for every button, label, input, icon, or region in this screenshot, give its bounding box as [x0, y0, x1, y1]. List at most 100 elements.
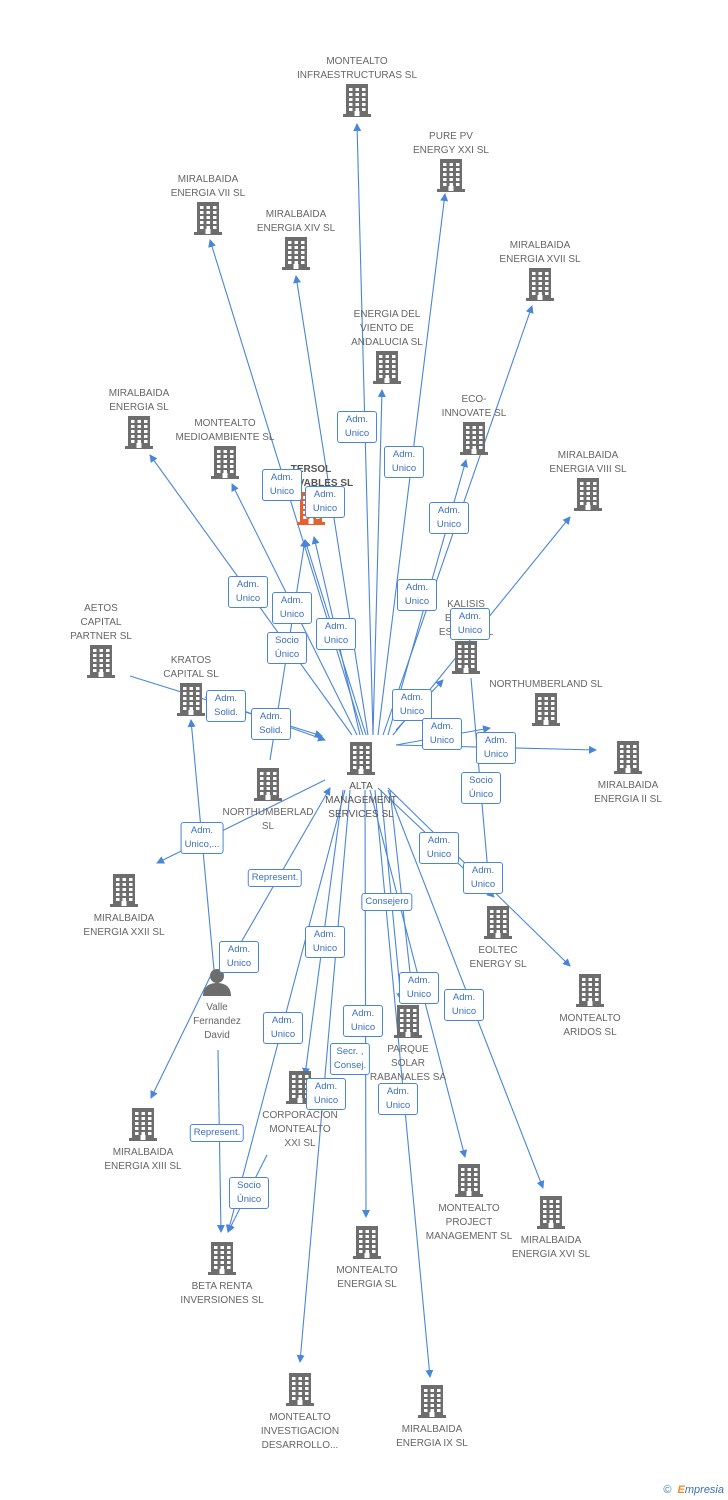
edge-label[interactable]: Adm. Unico	[422, 718, 462, 750]
brand-first-letter: E	[677, 1484, 685, 1496]
edge-valle-mir13	[150, 974, 212, 1099]
edge-label[interactable]: Adm. Solid.	[206, 690, 246, 722]
node-label: MIRALBAIDA ENERGIA XIII SL	[104, 1147, 182, 1172]
node-invest[interactable]: MONTEALTO INVESTIGACION DESARROLLO...	[225, 1372, 375, 1453]
node-valle[interactable]: Valle Fernandez David	[142, 968, 292, 1043]
node-mir8[interactable]: MIRALBAIDA ENERGIA VIII SL	[513, 449, 663, 516]
edge-label[interactable]: Represent.	[189, 1124, 245, 1142]
edge-label[interactable]: Consejero	[361, 893, 413, 911]
edge-label[interactable]: Adm. Unico	[384, 446, 424, 478]
building-icon	[574, 477, 602, 516]
building-icon	[484, 905, 512, 944]
edge-label[interactable]: Adm. Unico	[392, 689, 432, 721]
building-icon	[576, 973, 604, 1012]
edge-label[interactable]: Adm. Unico	[306, 1078, 346, 1110]
building-icon	[194, 201, 222, 240]
node-mirsl[interactable]: MIRALBAIDA ENERGIA SL	[64, 387, 214, 454]
edge-alta-beta	[225, 789, 346, 1233]
building-icon	[129, 1107, 157, 1146]
edge-label[interactable]: Adm. Unico	[429, 502, 469, 534]
node-label: NORTHUMBERLAND SL	[489, 679, 603, 690]
node-alta[interactable]: ALTA MANAGEMENT SERVICES SL	[286, 741, 436, 822]
edge-label[interactable]: Adm. Unico	[263, 1012, 303, 1044]
building-icon	[125, 415, 153, 454]
node-label: TERSOL RENOVABLES SL	[268, 464, 354, 489]
edge-label[interactable]: Adm. Solid.	[251, 708, 291, 740]
node-label: Valle Fernandez David	[193, 1002, 241, 1041]
node-purepv[interactable]: PURE PV ENERGY XXI SL	[376, 130, 526, 197]
building-icon	[437, 158, 465, 197]
node-label: MONTEALTO INFRAESTRUCTURAS SL	[296, 56, 417, 81]
node-aetos[interactable]: AETOS CAPITAL PARTNER SL	[26, 602, 176, 683]
edge-label[interactable]: Adm. Unico	[305, 486, 345, 518]
edge-label[interactable]: Adm. Unico	[399, 972, 439, 1004]
edge-label[interactable]: Socio Único	[461, 772, 501, 804]
edge-label[interactable]: Adm. Unico	[262, 469, 302, 501]
building-icon	[87, 644, 115, 683]
node-mir22[interactable]: MIRALBAIDA ENERGIA XXII SL	[49, 873, 199, 940]
building-icon	[347, 741, 375, 780]
edge-label[interactable]: Adm. Unico	[343, 1005, 383, 1037]
node-mir17[interactable]: MIRALBAIDA ENERGIA XVII SL	[465, 239, 615, 306]
node-mir2[interactable]: MIRALBAIDA ENERGIA II SL	[553, 740, 703, 807]
node-project[interactable]: MONTEALTO PROJECT MANAGEMENT SL	[394, 1163, 544, 1244]
node-infra[interactable]: MONTEALTO INFRAESTRUCTURAS SL	[282, 55, 432, 122]
node-mir13[interactable]: MIRALBAIDA ENERGIA XIII SL	[68, 1107, 218, 1174]
edge-label[interactable]: Adm. Unico	[378, 1083, 418, 1115]
node-eco[interactable]: ECO- INNOVATE SL	[399, 393, 549, 460]
building-icon	[286, 1372, 314, 1411]
edge-label[interactable]: Adm. Unico	[397, 579, 437, 611]
building-icon	[353, 1225, 381, 1264]
footer: © Empresia	[663, 1484, 724, 1496]
edge-label[interactable]: Socio Único	[267, 632, 307, 664]
building-icon	[110, 873, 138, 912]
edge-label[interactable]: Adm. Unico	[337, 411, 377, 443]
edge-label[interactable]: Adm. Unico,...	[180, 822, 224, 854]
node-label: MIRALBAIDA ENERGIA XXII SL	[83, 913, 165, 938]
node-label: MIRALBAIDA ENERGIA II SL	[594, 780, 662, 805]
edge-alta-viento	[372, 389, 386, 736]
edge-label[interactable]: Adm. Unico	[228, 576, 268, 608]
edge-label[interactable]: Adm. Unico	[419, 832, 459, 864]
node-eoltec[interactable]: EOLTEC ENERGY SL	[423, 905, 573, 972]
node-mir9[interactable]: MIRALBAIDA ENERGIA IX SL	[357, 1384, 507, 1451]
edge-label[interactable]: Adm. Unico	[305, 926, 345, 958]
edge-label[interactable]: Adm. Unico	[272, 592, 312, 624]
empresia-logo[interactable]: Empresia	[678, 1484, 724, 1496]
building-icon	[254, 767, 282, 806]
node-north[interactable]: NORTHUMBERLAND SL	[471, 678, 621, 731]
building-icon	[526, 267, 554, 306]
node-label: MIRALBAIDA ENERGIA XVII SL	[499, 240, 581, 265]
node-label: MONTEALTO PROJECT MANAGEMENT SL	[425, 1203, 513, 1242]
node-mir16[interactable]: MIRALBAIDA ENERGIA XVI SL	[476, 1195, 626, 1262]
edge-label[interactable]: Adm. Unico	[219, 941, 259, 973]
building-icon	[418, 1384, 446, 1423]
node-label: MONTEALTO INVESTIGACION DESARROLLO...	[260, 1412, 340, 1451]
edge-label[interactable]: Socio Único	[229, 1177, 269, 1209]
node-mir14[interactable]: MIRALBAIDA ENERGIA XIV SL	[221, 208, 371, 275]
node-parque[interactable]: PARQUE SOLAR RABANALES SA	[333, 1004, 483, 1085]
building-icon	[373, 350, 401, 389]
edge-label[interactable]: Represent.	[247, 869, 303, 887]
building-icon	[343, 83, 371, 122]
edge-label[interactable]: Adm. Unico	[476, 732, 516, 764]
node-beta[interactable]: BETA RENTA INVERSIONES SL	[147, 1241, 297, 1308]
edge-label[interactable]: Secr. , Consej.	[329, 1043, 371, 1075]
node-aridos[interactable]: MONTEALTO ARIDOS SL	[515, 973, 665, 1040]
node-label: MIRALBAIDA ENERGIA XIV SL	[256, 209, 336, 234]
node-medio[interactable]: MONTEALTO MEDIOAMBIENTE SL	[150, 417, 300, 484]
node-northlad[interactable]: NORTHUMBERLAD SL	[193, 767, 343, 834]
node-label: MONTEALTO ARIDOS SL	[559, 1013, 621, 1038]
edge-label[interactable]: Adm. Unico	[444, 989, 484, 1021]
edge-label[interactable]: Adm. Unico	[450, 608, 490, 640]
node-kratos[interactable]: KRATOS CAPITAL SL	[116, 654, 266, 721]
node-label: KRATOS CAPITAL SL	[163, 655, 219, 680]
edge-label[interactable]: Adm. Unico	[316, 618, 356, 650]
node-corp[interactable]: CORPORACION MONTEALTO XXI SL	[225, 1070, 375, 1151]
node-label: MIRALBAIDA ENERGIA SL	[108, 388, 170, 413]
edge-label[interactable]: Adm. Unico	[463, 862, 503, 894]
node-viento[interactable]: ENERGIA DEL VIENTO DE ANDALUCIA SL	[312, 308, 462, 389]
node-mir7[interactable]: MIRALBAIDA ENERGIA VII SL	[133, 173, 283, 240]
building-icon	[532, 692, 560, 731]
node-mtenergia[interactable]: MONTEALTO ENERGIA SL	[292, 1225, 442, 1292]
